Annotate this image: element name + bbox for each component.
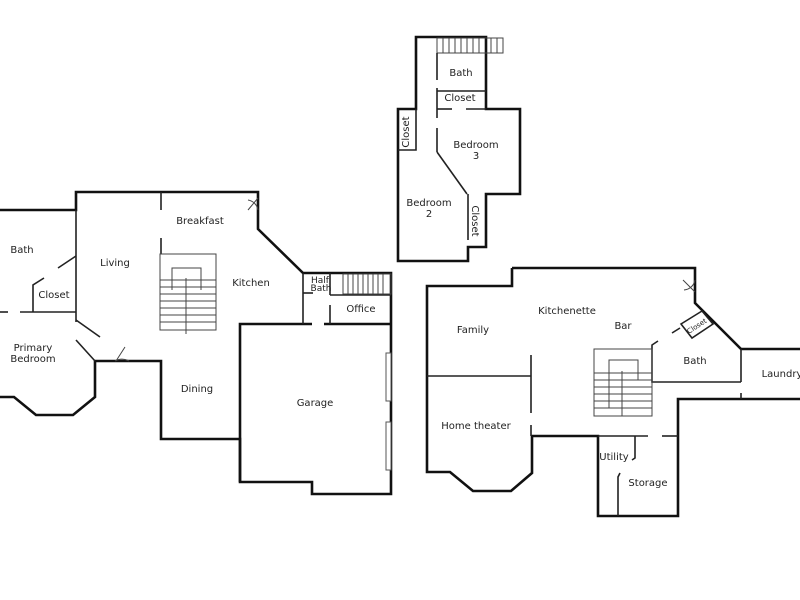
room-label-bath: Bath (683, 356, 706, 367)
room-label-half-bath: Half (311, 276, 330, 286)
garage-wall (238, 322, 312, 482)
bedroom-door (75, 319, 101, 338)
room-label-closet: Closet (401, 116, 412, 147)
room-label-bath: Bath (449, 68, 472, 79)
room-label-living: Living (100, 258, 130, 269)
room-label-dining: Dining (181, 384, 213, 395)
door-swing (247, 197, 259, 211)
staircase (593, 348, 653, 417)
garage-window (385, 421, 392, 471)
staircase (342, 273, 392, 295)
main-floor-exterior-wall (0, 190, 393, 496)
room-label-storage: Storage (628, 478, 667, 489)
room-label-bedroom-3: Bedroom (453, 140, 498, 151)
room-label-closet: Closet (469, 205, 480, 236)
room-label-bedroom-3: 3 (473, 151, 479, 162)
utility-wall (631, 436, 636, 461)
lower-floor-exterior-wall (512, 266, 800, 351)
bedroom-wall (75, 339, 96, 362)
room-label-primary-bedroom: Bedroom (10, 354, 55, 365)
upper-floor: Bath Closet Closet Bedroom 3 Bedroom 2 C… (396, 35, 522, 263)
main-floor: Bath Closet Living Breakfast Kitchen Hal… (0, 190, 393, 496)
lower-floor: Family Kitchenette Bar Closet Bath Laund… (425, 266, 800, 518)
closet-wall (57, 255, 77, 269)
room-label-office: Office (346, 304, 375, 315)
room-label-bath: Bath (10, 245, 33, 256)
garage-window (385, 352, 392, 402)
room-label-primary-bedroom: Primary (14, 343, 53, 354)
storage-wall (617, 472, 621, 516)
staircase (159, 253, 217, 334)
room-label-half-bath: Bath (311, 284, 332, 294)
room-label-closet: Closet (444, 93, 475, 104)
lower-floor-exterior-wall (425, 268, 800, 518)
room-label-bar: Bar (614, 321, 632, 332)
room-label-family: Family (457, 325, 489, 336)
door-swing (682, 279, 696, 293)
room-label-utility: Utility (599, 452, 628, 463)
room-label-garage: Garage (297, 398, 334, 409)
room-label-laundry: Laundry (762, 369, 800, 380)
room-label-home-theater: Home theater (441, 421, 511, 432)
door-swing (114, 346, 130, 362)
interior-wall (436, 151, 468, 195)
room-label-kitchen: Kitchen (232, 278, 270, 289)
room-label-bedroom-2: 2 (426, 209, 432, 220)
room-label-bedroom-2: Bedroom (406, 198, 451, 209)
bath-wall (671, 327, 681, 334)
closet-wall (398, 109, 417, 151)
closet-box (679, 309, 715, 340)
room-label-breakfast: Breakfast (176, 216, 224, 227)
staircase (436, 37, 504, 54)
room-label-closet: Closet (38, 290, 69, 301)
closet-wall (32, 277, 45, 312)
upper-floor-exterior-wall (396, 35, 522, 263)
room-label-kitchenette: Kitchenette (538, 306, 596, 317)
